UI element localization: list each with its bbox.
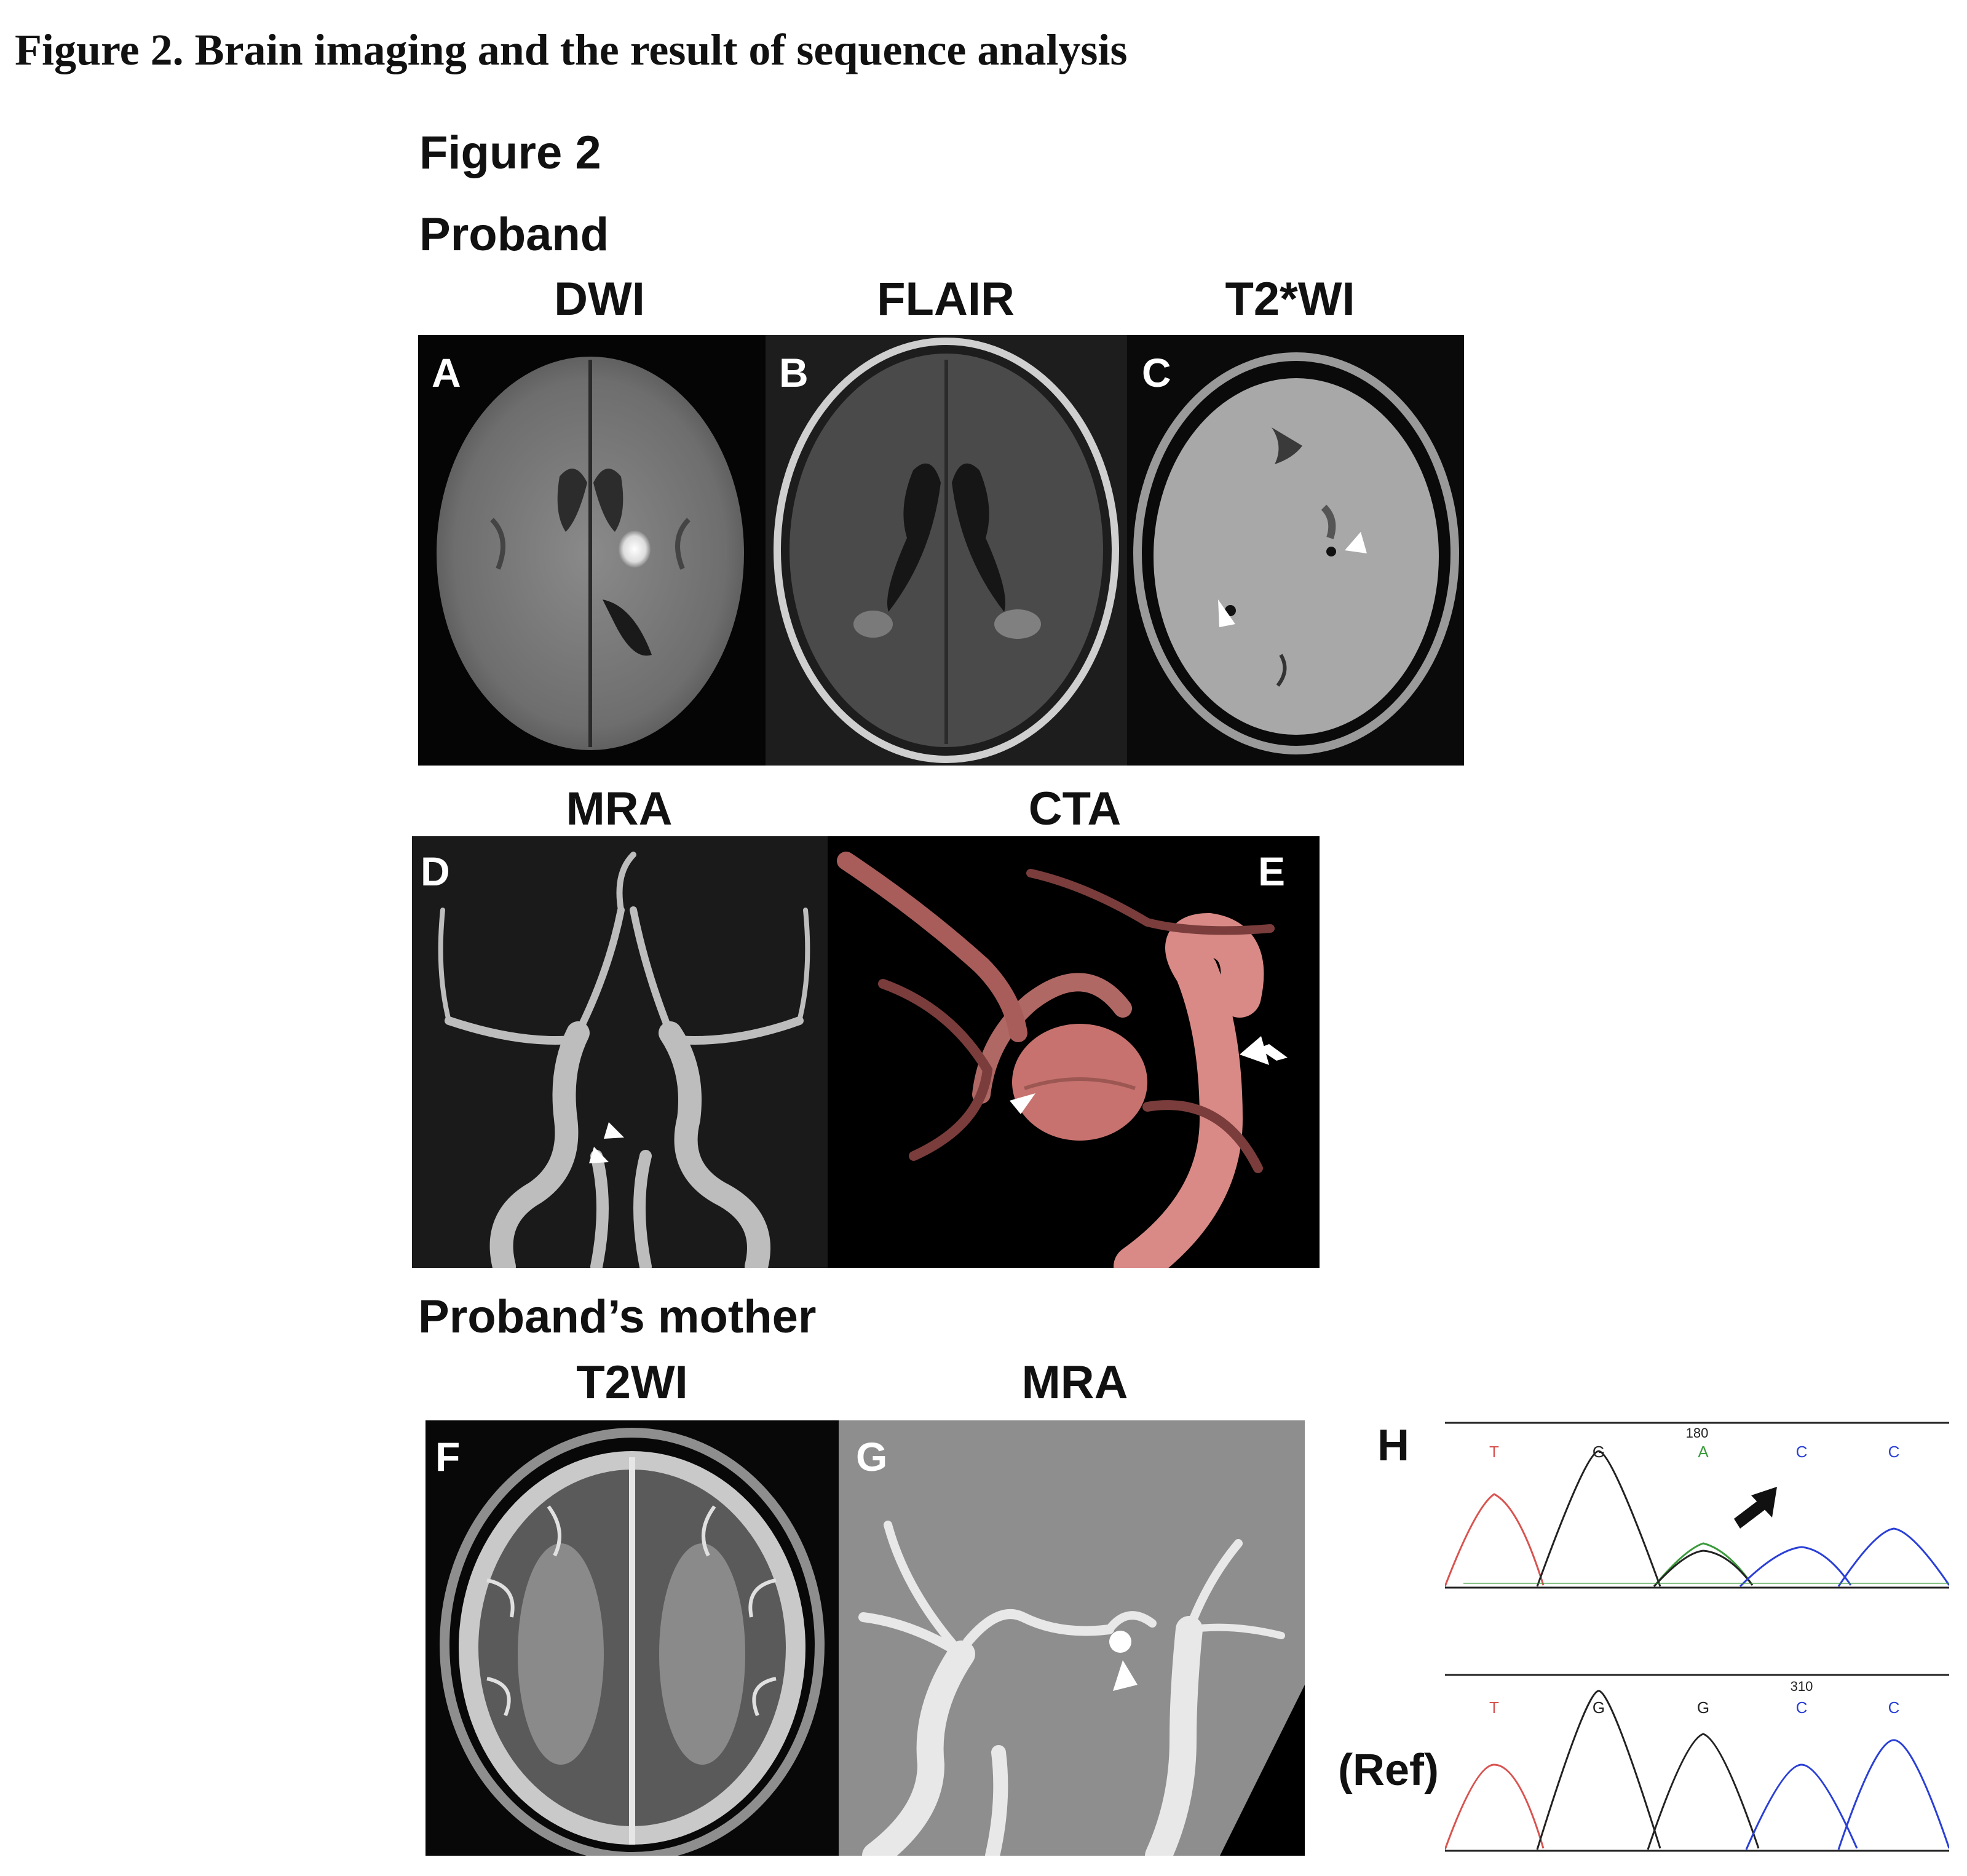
flair-brain-image bbox=[766, 335, 1127, 766]
panel-g-mra-image: G bbox=[839, 1420, 1305, 1856]
mother-mra-vessel-image bbox=[839, 1420, 1305, 1856]
t2star-arrowhead-left bbox=[1218, 600, 1235, 627]
top-base-2: G bbox=[1592, 1443, 1605, 1461]
mra-arrowhead-upper bbox=[604, 1122, 624, 1139]
panel-a-letter: A bbox=[432, 350, 461, 395]
panel-a-dwi-image: A bbox=[418, 335, 766, 766]
panel-g-title: MRA bbox=[1021, 1356, 1128, 1409]
ref-base-5: C bbox=[1888, 1698, 1900, 1717]
t2star-arrowhead-right bbox=[1345, 532, 1367, 553]
panel-g-letter: G bbox=[856, 1434, 888, 1479]
top-base-1: T bbox=[1489, 1443, 1499, 1461]
mra-arrowhead-lower bbox=[589, 1147, 609, 1163]
panel-d-title: MRA bbox=[566, 783, 673, 835]
panel-c-letter: C bbox=[1142, 350, 1171, 395]
top-base-3: A bbox=[1698, 1443, 1709, 1461]
panel-b-letter: B bbox=[779, 350, 809, 395]
panel-e-cta-image: E bbox=[828, 836, 1320, 1268]
ref-base-4: C bbox=[1795, 1698, 1808, 1717]
dwi-lesion bbox=[619, 531, 651, 568]
cta-arrowhead bbox=[1010, 1093, 1035, 1114]
mother-mra-aneurysm bbox=[1109, 1631, 1131, 1653]
mra-vessel-image bbox=[412, 836, 828, 1268]
panel-c-t2star-image: C bbox=[1127, 335, 1464, 766]
panel-d-letter: D bbox=[421, 849, 450, 894]
cta-vessel-image bbox=[828, 836, 1320, 1268]
panel-e-letter: E bbox=[1258, 849, 1286, 894]
cta-arrow bbox=[1258, 1044, 1288, 1061]
panel-d-mra-image: D bbox=[412, 836, 828, 1268]
figure-caption: Figure 2. Brain imaging and the result o… bbox=[15, 25, 1128, 74]
panel-a-title: DWI bbox=[554, 273, 645, 325]
top-base-5: C bbox=[1888, 1443, 1900, 1461]
chromatogram-reference: 310 T G G C C bbox=[1445, 1666, 1949, 1857]
dwi-brain-image bbox=[418, 335, 766, 766]
panel-b-flair-image: B bbox=[766, 335, 1127, 766]
ref-base-3: G bbox=[1696, 1698, 1710, 1717]
panel-f-t2wi-image: F bbox=[425, 1420, 839, 1856]
cta-aneurysm bbox=[1012, 1024, 1147, 1141]
panel-f-title: T2WI bbox=[576, 1356, 688, 1409]
top-position-label: 180 bbox=[1685, 1425, 1709, 1441]
t2star-brain-image bbox=[1127, 335, 1464, 766]
mother-mra-arrowhead bbox=[1113, 1660, 1138, 1691]
proband-heading: Proband bbox=[419, 208, 609, 261]
chromatogram-proband-trace bbox=[1445, 1422, 1949, 1589]
mother-heading: Proband’s mother bbox=[418, 1291, 817, 1343]
panel-e-title: CTA bbox=[1028, 783, 1122, 835]
panel-c-title: T2*WI bbox=[1225, 273, 1355, 325]
t2wi-brain-image bbox=[425, 1420, 839, 1856]
panel-f-letter: F bbox=[435, 1434, 461, 1479]
ref-base-2: G bbox=[1592, 1698, 1605, 1717]
chromatogram-proband: 180 T G A C C bbox=[1445, 1414, 1949, 1599]
ref-position-label: 310 bbox=[1790, 1679, 1813, 1694]
panel-h-letter: H bbox=[1377, 1421, 1409, 1470]
chromatogram-reference-trace bbox=[1445, 1674, 1949, 1852]
figure-label: Figure 2 bbox=[419, 127, 601, 179]
reference-label: (Ref) bbox=[1338, 1746, 1439, 1795]
panel-b-title: FLAIR bbox=[877, 273, 1015, 325]
ref-base-1: T bbox=[1489, 1698, 1499, 1717]
top-base-4: C bbox=[1795, 1443, 1808, 1461]
